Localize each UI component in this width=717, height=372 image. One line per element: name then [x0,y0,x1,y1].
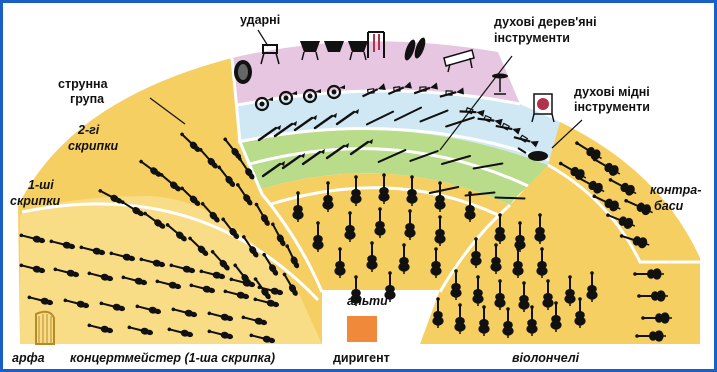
cello-section [420,165,700,344]
label-percussion: ударні [240,13,280,27]
label-second-violins-line1: 2-гі [77,123,100,137]
tuba-icon [517,147,548,161]
band-divider-2 [237,127,551,162]
label-cellos: віолончелі [512,351,580,365]
label-violas: альти [347,294,388,308]
strings-divider [230,57,324,293]
label-woodwinds-line1: духові дерев'яні [494,15,597,29]
woodwind-divider [245,147,529,188]
label-brass-line2: інструменти [574,100,650,114]
label-contrabasses-line1: контра- [650,183,701,197]
gong-icon [234,60,252,84]
cello-divider [547,163,700,264]
label-first-violins-line1: 1-ші [28,178,54,192]
label-strings-line2: група [70,92,105,106]
label-harp: арфа [12,351,45,365]
harp-icon [35,310,55,345]
leader-percussion [257,29,269,47]
leader-woodwinds [439,55,513,151]
woodwind-section [238,129,548,205]
timpani-icon [300,41,368,61]
violin-divider [21,202,320,302]
tam-tam-icon [531,93,555,123]
label-concertmaster: концертмейстер (1-ша скрипка) [70,351,275,365]
xylophone-icon [443,49,475,73]
cello-viola-divider [438,203,511,293]
label-strings-line1: струнна [58,77,109,91]
first-violins-section [20,196,322,344]
label-brass-line1: духові мідні [574,85,650,99]
label-second-violins-line2: скрипки [68,139,119,153]
conductor-podium [347,316,377,342]
label-first-violins-line2: скрипки [10,194,61,208]
label-conductor: диригент [333,351,390,365]
leader-strings [149,97,186,125]
chimes-icon [367,31,385,58]
label-woodwinds-line2: інструменти [494,31,570,45]
cymbal-icon [404,37,426,61]
drum-icon [260,44,280,65]
label-contrabasses-line2: баси [654,199,684,213]
leader-brass [551,119,583,149]
